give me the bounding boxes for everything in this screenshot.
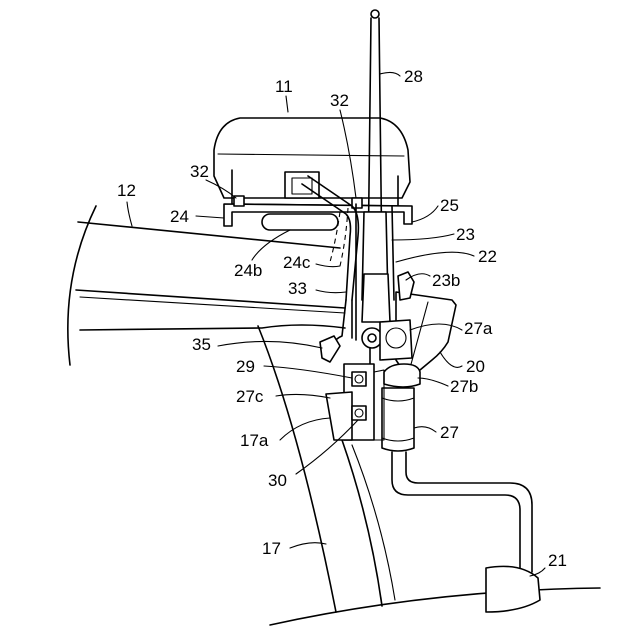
bolt-29 [352,372,366,386]
label-24b: 24b [234,261,262,280]
label-33: 33 [288,279,307,298]
bolt-30 [352,406,366,420]
part-27b-collar [384,364,420,387]
part-27a-knob-center [368,334,376,342]
label-32-top: 32 [330,91,349,110]
part-17-pillar-inner [352,445,395,600]
leader-27b [418,378,448,386]
label-24c: 24c [283,253,311,272]
part-35-clamp [320,336,340,362]
label-20: 20 [466,357,485,376]
label-23b: 23b [432,271,460,290]
label-25: 25 [440,196,459,215]
part-cable-dash-b [340,208,348,266]
label-27c: 27c [236,387,264,406]
label-23: 23 [456,225,475,244]
leader-12 [127,202,132,226]
leader-17 [290,543,326,548]
part-28-antenna-tip [371,10,379,18]
part-17a-plate [326,392,352,440]
leader-35 [218,341,322,348]
part-17-pillar-right [342,440,382,606]
leader-17a [280,418,330,440]
label-27a: 27a [464,319,493,338]
ground-line [270,588,600,625]
label-27: 27 [440,423,459,442]
leader-24 [196,216,224,218]
part-24b-slot [262,214,338,230]
leader-23 [392,234,454,240]
leader-25 [412,206,438,222]
part-cable [302,184,351,300]
leader-11 [286,96,288,112]
part-21-hub [486,566,540,612]
part-12-lower [80,325,345,330]
label-22: 22 [478,247,497,266]
leader-24c [316,264,340,267]
label-17a: 17a [240,431,269,450]
part-hose [392,452,520,568]
leader-33 [316,290,346,293]
label-28: 28 [404,67,423,86]
label-24: 24 [170,207,189,226]
part-23-sleeve-lower [362,274,390,322]
label-30: 30 [268,471,287,490]
label-29: 29 [236,357,255,376]
label-32-left: 32 [190,162,209,181]
label-35: 35 [192,335,211,354]
label-21: 21 [548,551,567,570]
label-12: 12 [117,181,136,200]
leader-22 [396,252,474,262]
part-hose-inner [406,452,532,572]
part-27a-body [380,320,412,360]
label-17: 17 [262,539,281,558]
leader-20 [440,352,462,367]
leader-28 [380,72,400,76]
label-11: 11 [275,77,293,96]
leader-27 [414,427,436,432]
part-12-body [68,206,96,365]
label-27b: 27b [450,377,478,396]
